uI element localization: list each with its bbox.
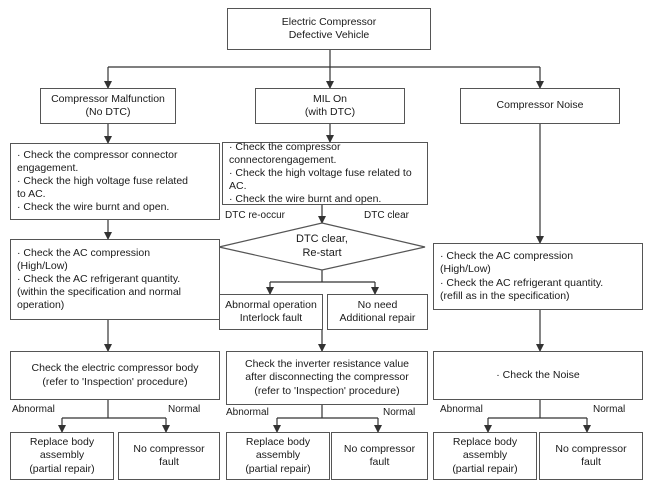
abnormal-operation-box: Abnormal operation Interlock fault (219, 294, 323, 330)
middle-no-fault: No compressor fault (331, 432, 428, 480)
right-check-ac-compression: · Check the AC compression (High/Low) · … (433, 243, 643, 310)
left-check-connector: · Check the compressor connector engagem… (10, 143, 220, 220)
middle-check-inverter: Check the inverter resistance value afte… (226, 351, 428, 405)
left-no-fault: No compressor fault (118, 432, 220, 480)
middle-normal-label: Normal (383, 407, 416, 418)
right-abnormal-label: Abnormal (440, 404, 483, 415)
decision-text: DTC clear, Re-start (296, 233, 348, 259)
right-replace-body: Replace body assembly (partial repair) (433, 432, 537, 480)
left-replace-body: Replace body assembly (partial repair) (10, 432, 114, 480)
left-check-ac-compression: · Check the AC compression (High/Low) · … (10, 239, 220, 320)
right-normal-label: Normal (593, 404, 626, 415)
dtc-reoccur-label: DTC re-occur (225, 210, 286, 221)
branch-compressor-noise: Compressor Noise (460, 88, 620, 124)
branch-mil-on: MIL On (with DTC) (255, 88, 405, 124)
branch-compressor-malfunction: Compressor Malfunction (No DTC) (40, 88, 176, 124)
start-box: Electric Compressor Defective Vehicle (227, 8, 431, 50)
right-check-noise: · Check the Noise (433, 351, 643, 400)
middle-replace-body: Replace body assembly (partial repair) (226, 432, 330, 480)
left-normal-label: Normal (168, 404, 201, 415)
left-abnormal-label: Abnormal (12, 404, 55, 415)
dtc-clear-label: DTC clear (364, 210, 410, 221)
right-no-fault: No compressor fault (539, 432, 643, 480)
no-need-repair-box: No need Additional repair (327, 294, 428, 330)
middle-check-connector: · Check the compressor connectorengageme… (222, 141, 428, 205)
middle-abnormal-label: Abnormal (226, 407, 269, 418)
left-check-compressor-body: Check the electric compressor body (refe… (10, 351, 220, 400)
decision-diamond (218, 222, 426, 271)
